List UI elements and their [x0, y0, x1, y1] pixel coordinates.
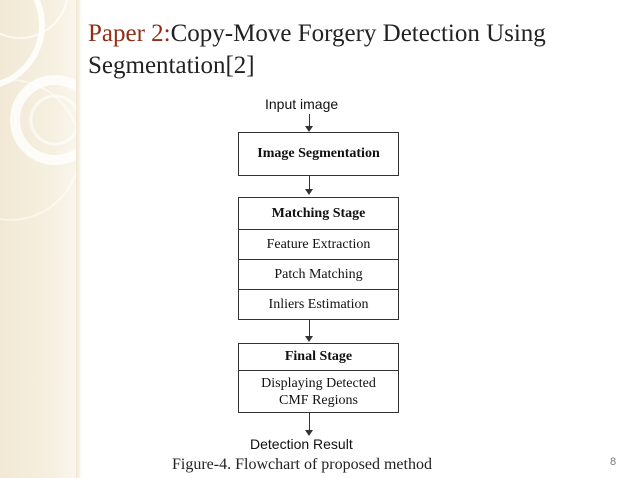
final-stage-box: Final Stage Displaying Detected CMF Regi…: [238, 343, 399, 413]
arrow-input-to-segmentation: [309, 114, 310, 128]
decorative-side-panel: [0, 0, 76, 478]
input-label: Input image: [265, 96, 339, 112]
matching-stage-header: Matching Stage: [271, 206, 366, 221]
matching-stage-box: Matching Stage Feature Extraction Patch …: [238, 197, 399, 320]
page-number: 8: [610, 456, 617, 468]
final-stage-line-1: Displaying Detected: [261, 375, 376, 391]
arrowhead-segmentation: [305, 189, 313, 195]
decorative-circles: [0, 0, 76, 221]
slide-title: Paper 2:Copy-Move Forgery Detection Usin…: [88, 18, 608, 82]
side-panel-edge: [76, 0, 82, 478]
arrowhead-matching: [305, 336, 313, 342]
matching-step-inliers-estimation: Inliers Estimation: [239, 289, 398, 319]
figure-caption: Figure-4. Flowchart of proposed method: [172, 456, 432, 473]
matching-step-feature-extraction: Feature Extraction: [239, 229, 398, 259]
segmentation-box: Image Segmentation: [238, 132, 399, 176]
arrowhead-final: [305, 430, 313, 436]
arrow-final-to-output: [309, 413, 310, 431]
arrow-matching-to-final: [309, 320, 310, 337]
arrowhead-input: [305, 126, 313, 132]
title-prefix: Paper 2:: [88, 20, 171, 47]
final-stage-line-2: CMF Regions: [279, 392, 358, 408]
title-main: Copy-Move Forgery Detection Using Segmen…: [88, 20, 546, 79]
segmentation-label: Image Segmentation: [257, 146, 380, 161]
arrow-segmentation-to-matching: [309, 176, 310, 190]
output-label: Detection Result: [250, 436, 353, 452]
final-stage-body: Displaying Detected CMF Regions: [239, 370, 398, 412]
final-stage-header: Final Stage: [284, 349, 353, 364]
matching-step-patch-matching: Patch Matching: [239, 259, 398, 289]
